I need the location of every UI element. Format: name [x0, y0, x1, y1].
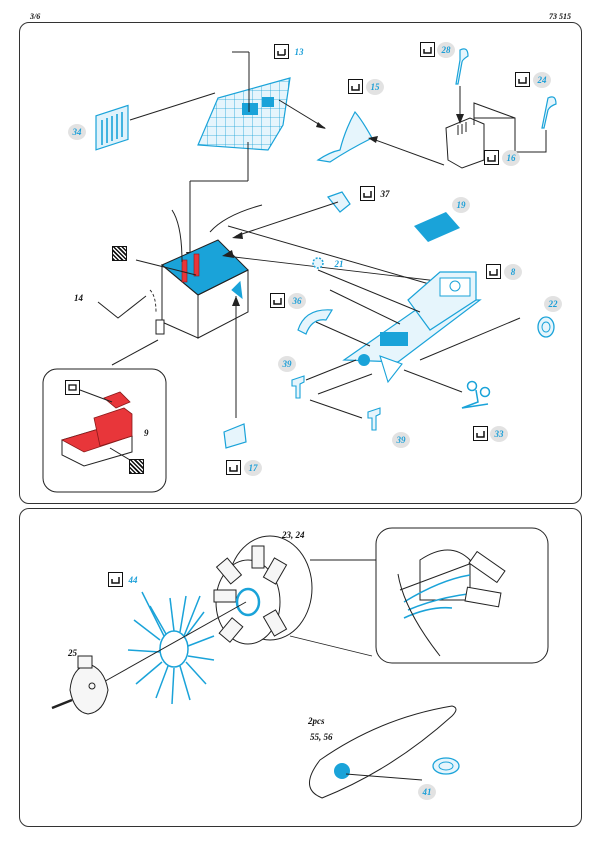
bend-icon	[360, 186, 375, 201]
part-9-seat	[60, 389, 133, 467]
part-25-gearbox	[51, 655, 109, 715]
label-8: 8	[504, 264, 522, 280]
label-14: 14	[74, 293, 83, 303]
label-25: 25	[68, 648, 77, 658]
engine-cylinders	[213, 535, 313, 645]
part-39-a	[291, 375, 305, 399]
part-41	[432, 757, 460, 775]
part-36	[297, 309, 334, 335]
paint-icon	[129, 459, 144, 474]
label-36: 36	[288, 293, 306, 309]
label-19: 19	[452, 197, 470, 213]
part-33	[461, 380, 491, 409]
label-34: 34	[68, 124, 86, 140]
label-28: 28	[437, 42, 455, 58]
part-16-box	[445, 117, 485, 169]
label-22: 22	[544, 296, 562, 312]
label-21: 21	[334, 259, 344, 269]
label-44: 44	[128, 575, 138, 585]
label-33: 33	[490, 426, 508, 442]
bend-icon	[420, 42, 435, 57]
bend-icon	[226, 460, 241, 475]
label-16: 16	[502, 150, 520, 166]
part-28	[455, 48, 469, 85]
label-37: 37	[380, 189, 390, 199]
part-44-wiring	[127, 591, 215, 705]
page-number: 3/6	[30, 12, 41, 21]
part-39-b	[367, 407, 381, 431]
bend-icon	[270, 293, 285, 308]
label-39-b: 39	[392, 432, 410, 448]
lower-panel-frame	[19, 508, 582, 827]
remove-icon	[65, 380, 80, 395]
paint-icon	[112, 246, 127, 261]
label-2pcs: 2pcs	[308, 716, 325, 726]
part-15	[316, 110, 373, 163]
bend-icon	[348, 79, 363, 94]
inset-detail	[397, 549, 506, 657]
bend-icon	[274, 44, 289, 59]
part-19	[414, 212, 460, 242]
part-24	[541, 96, 557, 129]
part-22	[537, 316, 555, 338]
label-13: 13	[294, 47, 304, 57]
label-17: 17	[244, 460, 262, 476]
label-9: 9	[144, 428, 149, 438]
part-34-panel	[95, 104, 129, 151]
part-21	[312, 257, 324, 269]
label-23-24: 23, 24	[282, 530, 305, 540]
label-39-a: 39	[278, 356, 296, 372]
part-17	[223, 423, 247, 449]
bend-icon	[486, 264, 501, 279]
part-37	[327, 191, 351, 213]
cockpit-tub	[155, 204, 263, 339]
label-15: 15	[366, 79, 384, 95]
catalog-number: 73 515	[549, 12, 571, 21]
label-55-56: 55, 56	[310, 732, 333, 742]
label-24: 24	[533, 72, 551, 88]
part-55-56-spinner	[309, 705, 457, 799]
bend-icon	[108, 572, 123, 587]
bend-icon	[484, 150, 499, 165]
upper-panel-frame	[19, 22, 582, 504]
label-41: 41	[418, 784, 436, 800]
bend-icon	[515, 72, 530, 87]
part-8-panel	[342, 271, 482, 384]
bend-icon	[473, 426, 488, 441]
